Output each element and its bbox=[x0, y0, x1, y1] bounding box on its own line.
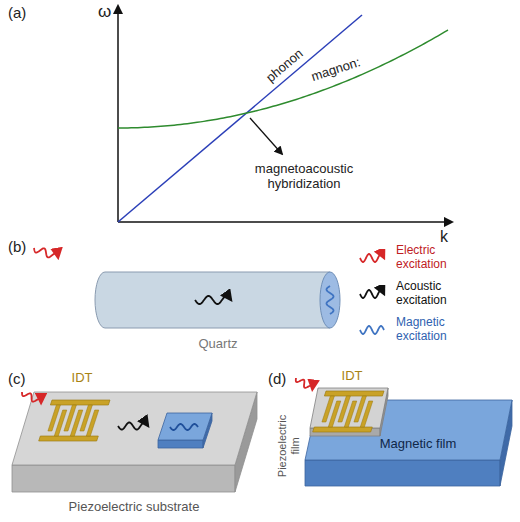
idt-finger bbox=[328, 401, 340, 427]
acoustic-wave bbox=[195, 296, 231, 304]
piezo-film-top bbox=[310, 388, 388, 428]
substrate-front bbox=[12, 465, 235, 492]
idt-electrode bbox=[313, 391, 384, 432]
text-label: IDT bbox=[342, 369, 363, 384]
text-label: k bbox=[440, 228, 448, 246]
legend-wave bbox=[360, 254, 384, 262]
magnet-top bbox=[158, 413, 212, 440]
panel-letter: (a) bbox=[8, 4, 26, 21]
legend-wave bbox=[360, 290, 384, 298]
axis bbox=[118, 221, 452, 223]
legend-entry: Magnetic excitation bbox=[358, 312, 476, 348]
legend-text: Magnetic excitation bbox=[396, 316, 476, 344]
text-label: Piezoelectric substrate bbox=[69, 500, 200, 515]
film-stack bbox=[294, 376, 512, 486]
text-label: Quartz bbox=[198, 337, 237, 352]
text-label: magnetoacoustic hybridization bbox=[244, 162, 364, 192]
idt-finger bbox=[70, 410, 82, 436]
phonon-line bbox=[118, 15, 362, 222]
axis bbox=[117, 6, 119, 222]
idt-bus bbox=[39, 436, 99, 441]
panel-letter: (b) bbox=[8, 238, 26, 255]
idt-bus bbox=[313, 427, 373, 432]
legend-text: Electric excitation bbox=[396, 244, 476, 272]
cylinder-end bbox=[320, 272, 340, 328]
idt-finger bbox=[54, 410, 66, 436]
electric-wave bbox=[33, 245, 60, 261]
quartz-setup bbox=[33, 245, 340, 328]
idt-finger bbox=[86, 410, 98, 436]
legend-text: Acoustic excitation bbox=[396, 280, 476, 308]
legend-wave bbox=[360, 326, 384, 334]
substrate-top bbox=[12, 392, 257, 465]
legend-entry: Electric excitation bbox=[358, 240, 476, 276]
idt-electrode bbox=[39, 400, 110, 441]
legend-sample bbox=[358, 285, 390, 303]
legend-entry: Acoustic excitation bbox=[358, 276, 476, 312]
piezo-film-front bbox=[310, 428, 380, 436]
magnetic-film-front bbox=[305, 460, 500, 486]
legend-sample bbox=[358, 321, 390, 339]
idt-bus bbox=[50, 400, 110, 405]
idt-finger bbox=[344, 401, 356, 427]
idt-bus bbox=[324, 391, 384, 396]
idt-finger bbox=[360, 401, 372, 427]
magnetic-film-top bbox=[305, 400, 512, 460]
legend: Electric excitationAcoustic excitationMa… bbox=[358, 240, 476, 348]
dispersion-plot bbox=[118, 6, 452, 222]
magnetic-wave bbox=[327, 286, 334, 314]
magnon-curve bbox=[118, 30, 448, 128]
magnet-front bbox=[158, 440, 203, 448]
leader-arrow bbox=[250, 118, 282, 154]
text-label: IDT bbox=[72, 371, 93, 386]
panel-letter: (c) bbox=[8, 370, 26, 387]
saw-substrate bbox=[12, 389, 257, 492]
legend-sample bbox=[358, 249, 390, 267]
acoustic-wave bbox=[118, 423, 148, 430]
text-label: magnon: bbox=[310, 55, 363, 85]
quartz-cylinder bbox=[95, 272, 330, 328]
text-label: ω bbox=[98, 2, 111, 22]
electric-wave bbox=[21, 389, 43, 405]
panel-letter: (d) bbox=[268, 370, 286, 387]
magnetic-wave bbox=[170, 424, 198, 430]
electric-wave bbox=[294, 376, 314, 392]
text-label: Piezoelectric film bbox=[276, 410, 301, 482]
text-label: Magnetic film bbox=[380, 437, 457, 452]
